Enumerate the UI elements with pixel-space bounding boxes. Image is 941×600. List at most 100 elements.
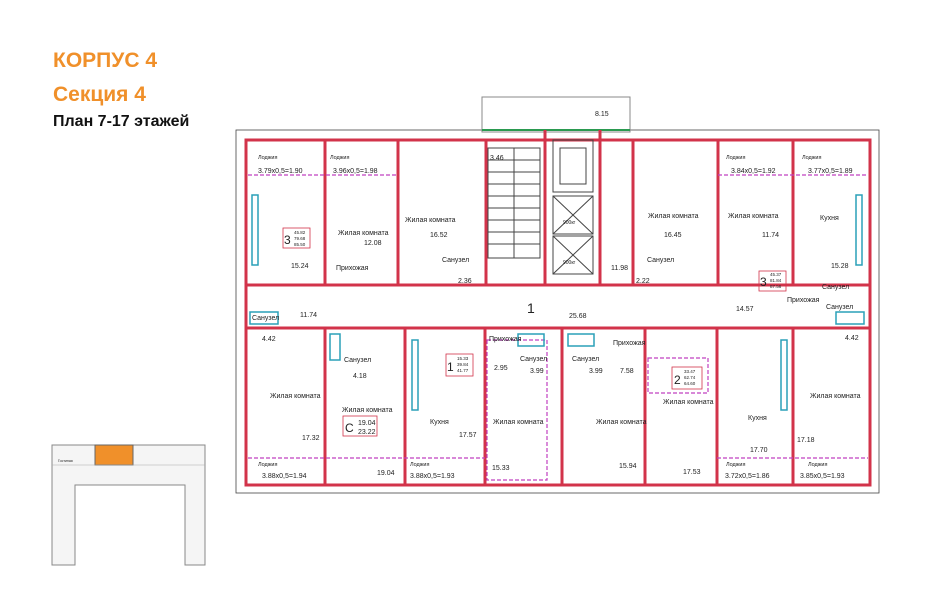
area-value: 16.52 xyxy=(430,232,448,239)
apartment-area: 62.74 xyxy=(684,375,696,380)
balcony-area: 8.15 xyxy=(595,111,609,118)
area-value: 3.99 xyxy=(589,368,603,375)
apartment-area: 79.68 xyxy=(294,236,306,241)
area-value: 11.74 xyxy=(300,312,317,319)
room-label: Жилая комната xyxy=(493,419,544,426)
key-plan-label: Гостиная xyxy=(58,459,73,463)
area-value: 14.57 xyxy=(736,306,754,313)
bath-label: Санузел xyxy=(826,304,853,311)
stair-area: 3.46 xyxy=(490,155,504,162)
area-value: 3.99 xyxy=(530,368,544,375)
apartment-area: 85.50 xyxy=(294,242,306,247)
area-value: 2.22 xyxy=(636,278,650,285)
key-plan: Гостиная xyxy=(51,444,206,566)
area-value: 17.53 xyxy=(683,469,701,476)
loggia-label: Лоджия xyxy=(258,462,278,468)
area-value: 19.04 xyxy=(377,470,395,477)
apartment-number: 3 xyxy=(760,275,767,289)
area-value: 25.68 xyxy=(569,313,587,320)
apartment-badge-3-right: 3 45.37 81.84 87.56 xyxy=(758,270,787,292)
apartment-badge-3-left: 3 45.82 79.68 85.50 xyxy=(282,227,311,249)
area-value: 12.08 xyxy=(364,240,382,247)
room-label: Жилая комната xyxy=(596,419,647,426)
walls xyxy=(244,130,872,487)
loggia-area: 3.88x0,5=1.93 xyxy=(410,473,455,480)
section-title: Секция 4 xyxy=(53,83,146,106)
apartment-area: 64.60 xyxy=(684,381,696,386)
apartment-number: C xyxy=(345,421,354,435)
loggia-lines xyxy=(248,174,868,481)
loggia-area: 3.79x0,5=1.90 xyxy=(258,168,303,175)
apartment-number: 1 xyxy=(447,360,454,374)
lift-label: 900кг xyxy=(563,260,576,266)
apartment-area: 87.56 xyxy=(770,284,782,289)
room-label: Жилая комната xyxy=(663,399,714,406)
apartment-number: 3 xyxy=(284,233,291,247)
room-label: Жилая комната xyxy=(648,213,699,220)
room-label: Жилая комната xyxy=(810,393,861,400)
apartment-area: 81.84 xyxy=(770,278,782,283)
apartment-area: 15.33 xyxy=(457,356,469,361)
apartment-badge-c: C 19.04 23.22 xyxy=(342,415,378,437)
apartment-area: 23.22 xyxy=(358,429,376,436)
room-label: Жилая комната xyxy=(338,230,389,237)
apartment-area: 41.77 xyxy=(457,368,469,373)
bath-label: Санузел xyxy=(822,284,849,291)
bath-label: Санузел xyxy=(647,257,674,264)
loggia-label: Лоджия xyxy=(808,462,828,468)
loggia-label: Лоджия xyxy=(726,155,746,161)
hall-label: Прихожая xyxy=(489,336,522,343)
area-value: 11.98 xyxy=(611,265,628,272)
area-value: 17.70 xyxy=(750,447,768,454)
outer-frame xyxy=(235,129,880,494)
top-balcony xyxy=(481,96,631,133)
loggia-area: 3.72x0,5=1.86 xyxy=(725,473,770,480)
loggia-label: Лоджия xyxy=(330,155,350,161)
area-value: 11.74 xyxy=(762,232,779,239)
kitchen-label: Кухня xyxy=(748,415,767,422)
key-plan-highlight xyxy=(94,444,134,466)
section-mark: 1 xyxy=(527,300,535,316)
bath-label: Санузел xyxy=(344,357,371,364)
area-value: 7.58 xyxy=(620,368,634,375)
loggia-area: 3.85x0,5=1.93 xyxy=(800,473,845,480)
area-value: 4.18 xyxy=(353,373,367,380)
room-label: Жилая комната xyxy=(728,213,779,220)
area-value: 15.24 xyxy=(291,263,309,270)
bath-label: Санузел xyxy=(252,315,279,322)
apartment-number: 2 xyxy=(674,373,681,387)
area-value: 2.36 xyxy=(458,278,472,285)
loggia-area: 3.96x0,5=1.98 xyxy=(333,168,378,175)
area-value: 2.95 xyxy=(494,365,508,372)
loggia-area: 3.88x0,5=1.94 xyxy=(262,473,307,480)
lift-label: 900кг xyxy=(563,220,576,226)
area-value: 15.33 xyxy=(492,465,510,472)
bath-label: Санузел xyxy=(572,356,599,363)
apartment-area: 39.84 xyxy=(457,362,469,367)
loggia-label: Лоджия xyxy=(802,155,822,161)
hall-label: Прихожая xyxy=(787,297,820,304)
loggia-area: 3.84x0,5=1.92 xyxy=(731,168,776,175)
kitchen-label: Кухня xyxy=(820,215,839,222)
area-value: 16.45 xyxy=(664,232,682,239)
area-value: 17.18 xyxy=(797,437,815,444)
apartment-badge-2: 2 33.47 62.74 64.60 xyxy=(671,366,703,390)
bath-label: Санузел xyxy=(442,257,469,264)
apartment-area: 19.04 xyxy=(358,420,376,427)
area-value: 17.32 xyxy=(302,435,320,442)
apartment-area: 33.47 xyxy=(684,369,696,374)
room-label: Жилая комната xyxy=(270,393,321,400)
apartment-area: 45.37 xyxy=(770,272,782,277)
area-value: 4.42 xyxy=(845,335,859,342)
area-value: 15.94 xyxy=(619,463,637,470)
room-label: Жилая комната xyxy=(405,217,456,224)
bathroom-fixtures xyxy=(249,194,865,411)
building-title: КОРПУС 4 xyxy=(53,49,157,72)
loggia-label: Лоджия xyxy=(410,462,430,468)
area-value: 15.28 xyxy=(831,263,849,270)
bath-label: Санузел xyxy=(520,356,547,363)
loggia-label: Лоджия xyxy=(258,155,278,161)
kitchen-label: Кухня xyxy=(430,419,449,426)
hall-label: Прихожая xyxy=(336,265,369,272)
